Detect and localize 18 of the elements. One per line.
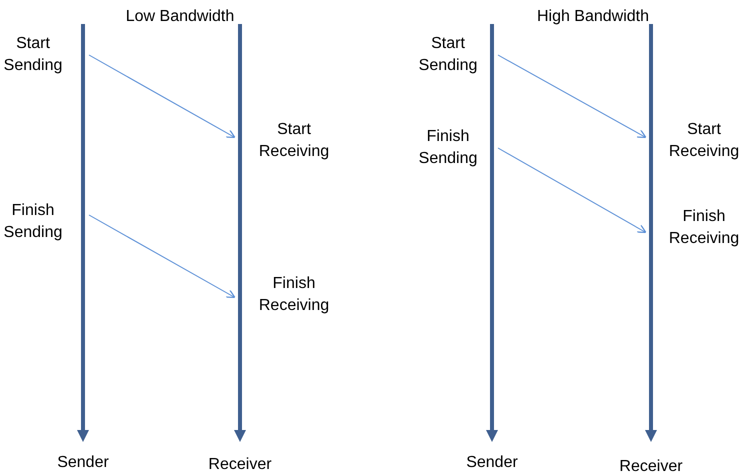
timeline-label: Sender xyxy=(56,454,110,472)
timeline-label: Sender xyxy=(465,454,519,472)
event-label: Finish Sending xyxy=(418,127,478,169)
event-label: Finish Receiving xyxy=(258,274,330,316)
event-label: Start Receiving xyxy=(258,120,330,162)
arrow xyxy=(498,54,646,138)
arrow xyxy=(498,148,646,234)
panel-title: Low Bandwidth xyxy=(124,7,236,27)
panel-title: High Bandwidth xyxy=(536,7,650,27)
timeline-label: Receiver xyxy=(207,456,273,474)
event-label: Start Sending xyxy=(2,34,64,76)
event-label: Finish Sending xyxy=(2,201,64,243)
timeline-label: Receiver xyxy=(618,458,684,476)
event-label: Finish Receiving xyxy=(668,207,740,249)
arrow xyxy=(88,214,236,298)
event-label: Start Receiving xyxy=(668,120,740,162)
arrow xyxy=(88,54,236,138)
event-label: Start Sending xyxy=(418,34,478,76)
